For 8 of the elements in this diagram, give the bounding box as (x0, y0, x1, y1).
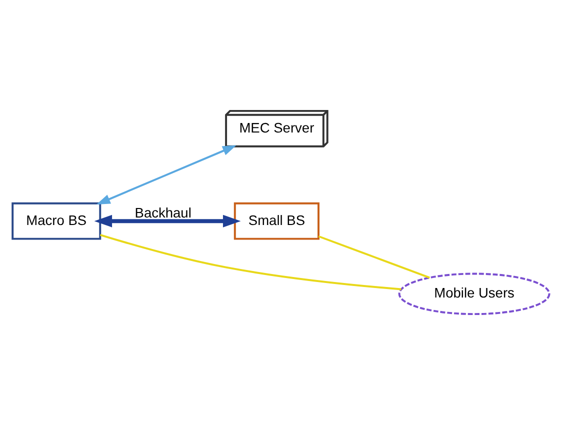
node-box: Macro BS (12, 202, 102, 240)
connector (318, 234, 430, 278)
node-ellipse: Mobile Users (398, 272, 550, 315)
connector (100, 233, 402, 290)
arrow (96, 144, 236, 204)
arrow (94, 214, 241, 227)
node-box: Small BS (234, 202, 320, 240)
edge-label: Backhaul (134, 204, 192, 220)
